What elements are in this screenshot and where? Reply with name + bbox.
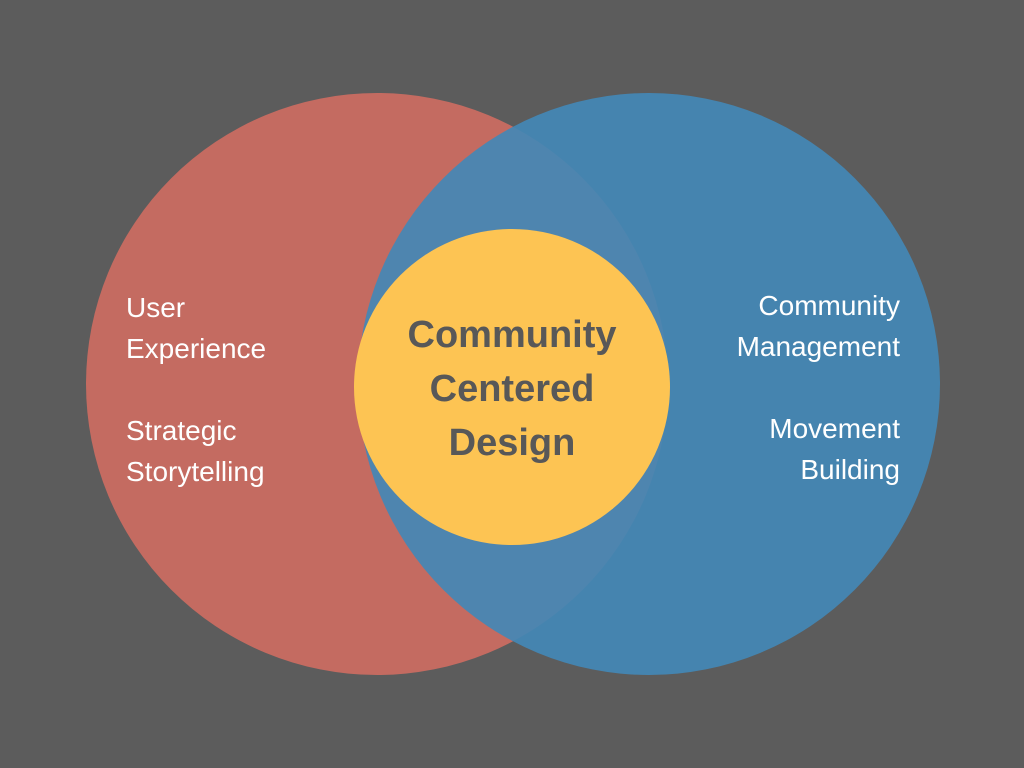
center-label-line: Design [448,422,576,464]
left-label-line: Experience [126,333,267,364]
center-label: Community Centered Design [354,308,670,470]
right-label-line: Movement [769,413,900,444]
left-label-strategic-storytelling: Strategic Storytelling [126,410,265,492]
center-circle [354,229,670,545]
right-label-line: Building [800,454,900,485]
left-label-user-experience: User Experience [126,287,266,369]
center-label-line: Community [407,314,617,356]
left-label-line: Storytelling [126,456,265,487]
right-label-movement-building: Movement Building [769,408,900,490]
left-label-line: User [126,292,186,323]
right-label-line: Management [736,331,900,362]
left-label-line: Strategic [126,415,237,446]
right-label-community-management: Community Management [737,285,900,367]
center-label-line: Centered [429,368,595,410]
right-label-line: Community [758,290,900,321]
